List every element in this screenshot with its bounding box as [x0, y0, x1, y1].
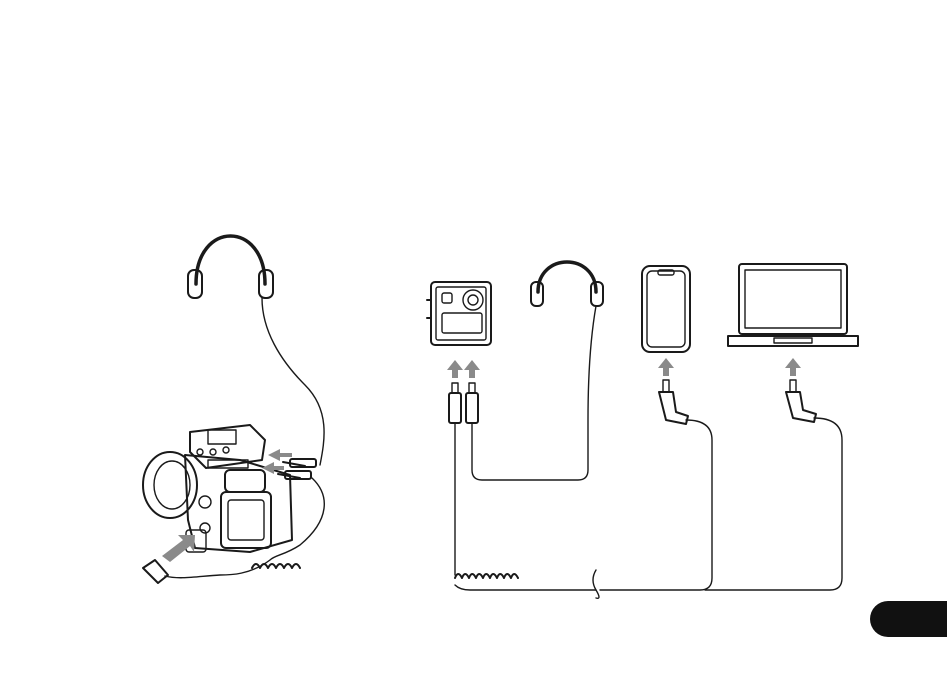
laptop-icon [728, 264, 858, 346]
headphone-cable-left [262, 298, 324, 465]
cable-to-laptop [705, 418, 842, 590]
upload-arrows [447, 358, 801, 378]
cable-to-phone [600, 420, 712, 590]
arrow-into-receiver-1 [268, 449, 292, 461]
coil-segment-left [252, 564, 300, 568]
receiver-jacks [449, 383, 478, 423]
page-tab [870, 601, 947, 637]
laptop-plug [786, 380, 816, 422]
headphones-right-icon [531, 262, 603, 306]
cable-bottom-run [455, 585, 596, 590]
camera-plug [143, 560, 168, 583]
smartphone-icon [642, 266, 690, 352]
phone-plug [659, 380, 688, 424]
coil-segment-right [455, 574, 518, 578]
receiver-standalone-icon [427, 282, 491, 345]
arrow-into-camera [162, 535, 195, 562]
cable-break-mark [593, 570, 599, 598]
headphones-left-icon [188, 236, 273, 298]
wireless-receiver-icon [190, 425, 265, 468]
